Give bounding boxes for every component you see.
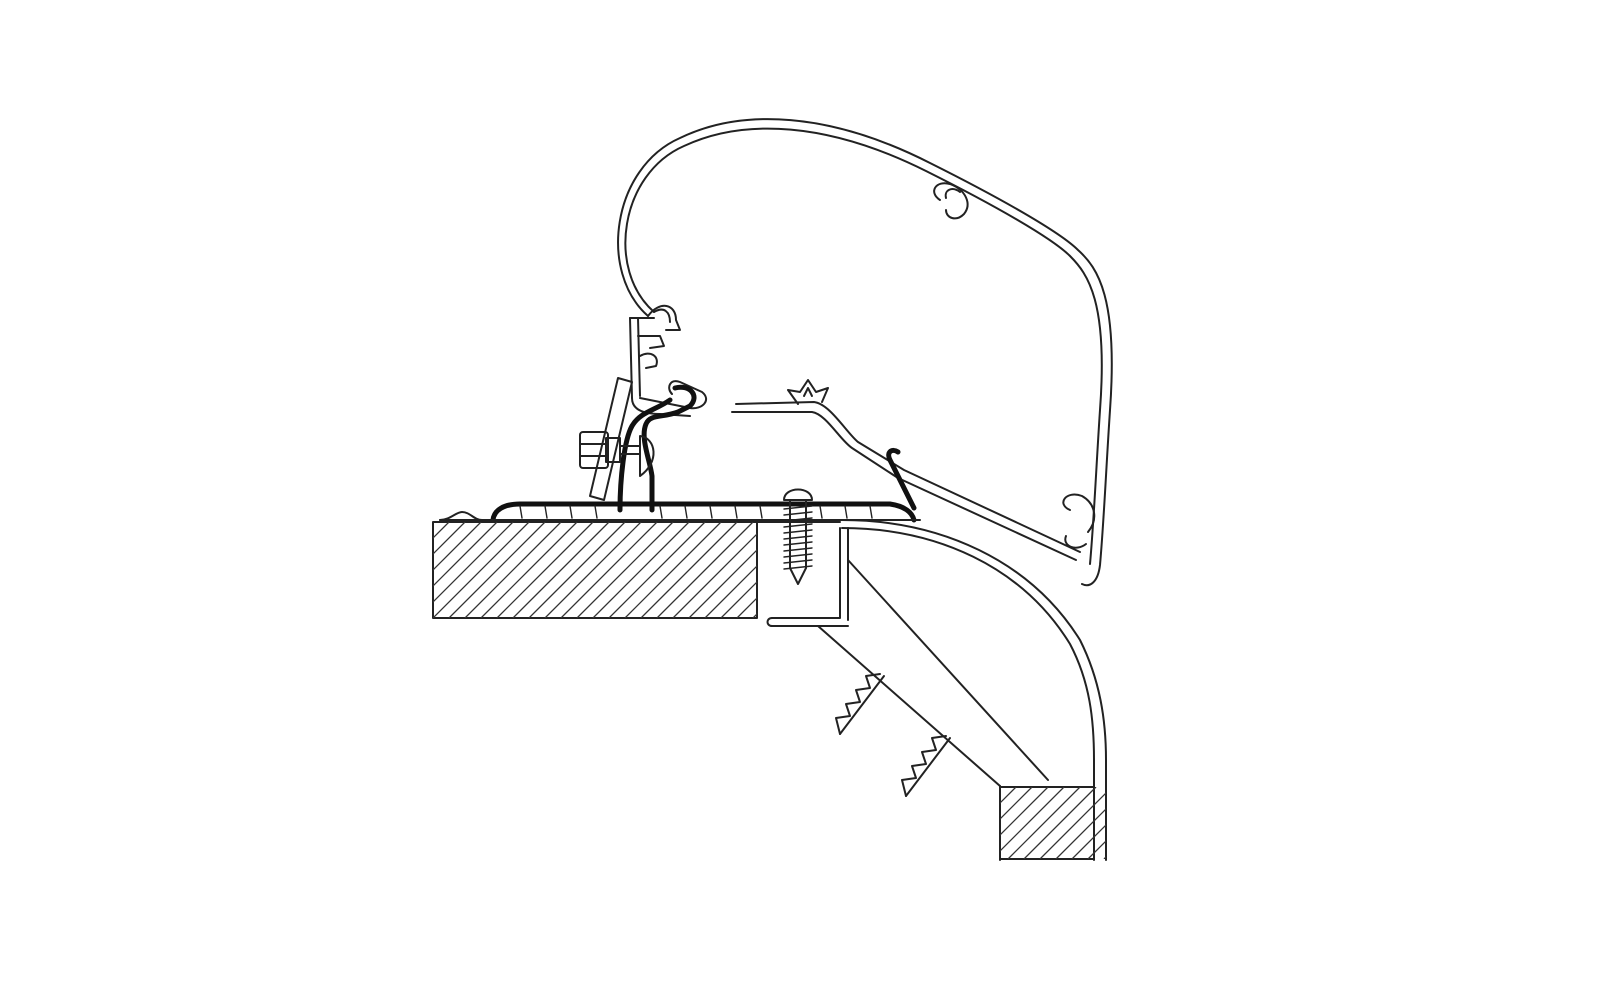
screw-thread [783,553,813,558]
hatch-line [1000,787,1049,836]
hatch-line [448,522,546,618]
hatch-line [720,581,757,618]
hatch-line [785,522,881,618]
hex-nut-icon [579,431,609,469]
hatch-line [1136,787,1208,859]
hatch-line [433,522,530,618]
screw-thread [783,559,813,564]
hatch-line [769,522,865,618]
hatch-line [592,522,690,618]
hatch-line [1007,787,1081,859]
hatch-line [1087,840,1106,859]
hatch-line [640,522,738,618]
hatch-line [672,533,757,618]
screw-thread [783,547,813,552]
hatch-line [544,522,642,618]
hatch-line [1039,792,1106,859]
hatch-line [433,522,498,587]
hatch-line [624,522,722,618]
roof-gasket [439,501,921,523]
hatch-line [656,522,754,618]
hatch-line [433,522,514,603]
hatch-line [817,522,913,618]
hatch-line [736,597,757,618]
hatch-line [1000,787,1033,820]
vehicle-corner-frame [766,519,1240,861]
hatch-line [480,522,578,618]
hatch-line [1023,787,1097,859]
wall-anchors [835,673,951,797]
bolt-head [639,435,655,477]
hatch-line [433,522,482,571]
adapter-rail [617,384,917,513]
hatch-line [1071,824,1106,859]
mounting-screw [783,488,813,585]
hatch-line [1103,856,1106,859]
hatch-line [1000,787,1017,804]
roof-panel [432,521,945,619]
hatch-line [496,522,594,618]
hatch-line [1000,787,1001,788]
hatch-line [464,522,562,618]
screw-thread [783,541,813,546]
hatch-line [1120,787,1192,859]
screw-thread [783,535,813,540]
awning-cassette [617,118,1113,587]
hatch-line [576,522,674,618]
hatch-line [512,522,610,618]
hatch-line [704,565,757,618]
hatch-line [560,522,658,618]
screw-thread [783,529,813,534]
screw-head-icon [783,488,813,501]
hatch-line [1055,808,1106,859]
hatch-line [849,522,945,618]
hatch-line [1168,787,1240,859]
screw-thread [783,517,813,522]
hatch-line [433,522,450,539]
screw-thread [783,511,813,516]
hatch-line [1152,787,1224,859]
hatch-line [688,549,757,618]
hatch-line [752,613,757,618]
hatch-line [433,522,466,555]
hatch-line [608,522,706,618]
bolt-assembly [579,377,655,501]
screw-thread [783,505,813,510]
hatch-line [433,522,434,523]
hatch-line [528,522,626,618]
washer [605,437,621,463]
screw-thread [783,523,813,528]
screw-thread [783,565,813,570]
hatch-line [1000,787,1065,852]
